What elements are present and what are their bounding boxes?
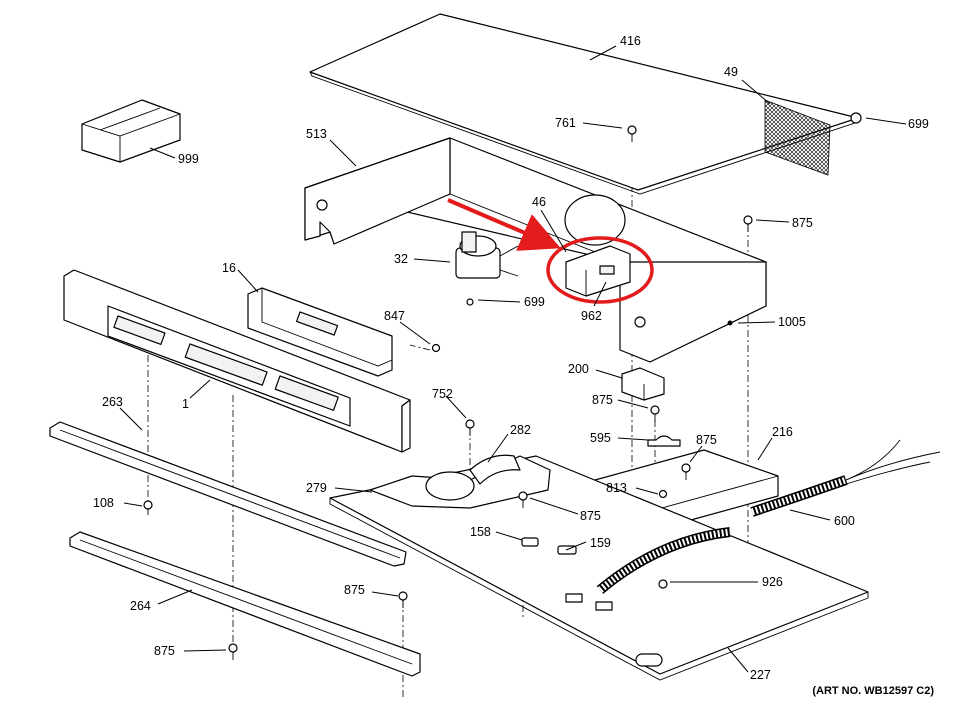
screw-926 xyxy=(658,579,668,589)
callout-875-d: 875 xyxy=(580,509,601,523)
callout-600: 600 xyxy=(834,514,855,528)
screw-752 xyxy=(465,419,475,436)
screw-875-e xyxy=(398,591,408,608)
terminal-block xyxy=(621,367,665,401)
mesh-grille xyxy=(764,99,831,176)
control-panel xyxy=(63,269,411,453)
callout-264: 264 xyxy=(130,599,151,613)
leader-lines xyxy=(119,45,907,673)
screw-875-a xyxy=(743,215,753,232)
callout-875-b: 875 xyxy=(592,393,613,407)
callout-49: 49 xyxy=(724,65,738,79)
wire-clamp xyxy=(647,435,681,447)
callout-46: 46 xyxy=(532,195,546,209)
callout-761: 761 xyxy=(555,116,576,130)
callout-752: 752 xyxy=(432,387,453,401)
callout-813: 813 xyxy=(606,481,627,495)
screw-108 xyxy=(143,500,153,515)
callout-999: 999 xyxy=(178,152,199,166)
carton-box xyxy=(81,99,181,163)
screw-761 xyxy=(627,125,637,142)
callout-1005: 1005 xyxy=(778,315,806,329)
wiring-conduit xyxy=(565,527,731,611)
callout-216: 216 xyxy=(772,425,793,439)
air-duct xyxy=(369,454,551,509)
callout-282: 282 xyxy=(510,423,531,437)
screw-699-mid xyxy=(466,298,474,306)
screw-875-c xyxy=(681,463,691,480)
screw-875-f xyxy=(228,643,238,660)
callout-875-e: 875 xyxy=(344,583,365,597)
lower-trim xyxy=(69,531,421,677)
callout-699-top: 699 xyxy=(908,117,929,131)
control-board xyxy=(247,287,393,377)
base-pan xyxy=(329,455,869,681)
callout-263: 263 xyxy=(102,395,123,409)
screw-699-top xyxy=(850,112,862,124)
callout-875-c: 875 xyxy=(696,433,717,447)
callout-847: 847 xyxy=(384,309,405,323)
screw-847 xyxy=(431,343,441,353)
callout-699-mid: 699 xyxy=(524,295,545,309)
callout-962: 962 xyxy=(581,309,602,323)
callout-200: 200 xyxy=(568,362,589,376)
callout-32: 32 xyxy=(394,252,408,266)
callout-227: 227 xyxy=(750,668,771,682)
keypad-buttons xyxy=(113,315,339,411)
callout-875-a: 875 xyxy=(792,216,813,230)
wire-harness xyxy=(750,439,941,517)
highlight-circle xyxy=(546,236,654,304)
front-trim-rail xyxy=(49,421,407,567)
callout-108: 108 xyxy=(93,496,114,510)
screws xyxy=(143,112,862,660)
callout-595: 595 xyxy=(590,431,611,445)
callout-1: 1 xyxy=(182,397,189,411)
callout-16: 16 xyxy=(222,261,236,275)
highlight-arrow xyxy=(447,198,561,251)
callout-875-f: 875 xyxy=(154,644,175,658)
screw-813 xyxy=(658,489,668,499)
callout-926: 926 xyxy=(762,575,783,589)
art-number: (ART NO. WB12597 C2) xyxy=(812,685,934,697)
motor-assembly xyxy=(455,231,519,279)
highlight-annotation xyxy=(447,198,654,304)
screw-875-b xyxy=(650,405,660,422)
screw-875-d xyxy=(518,491,528,508)
control-module-962 xyxy=(565,245,631,297)
callout-labels: 416 49 699 761 513 999 46 875 32 699 962… xyxy=(93,34,929,682)
housing-box xyxy=(304,137,767,363)
callout-513: 513 xyxy=(306,127,327,141)
callout-159: 159 xyxy=(590,536,611,550)
callout-416: 416 xyxy=(620,34,641,48)
callout-279: 279 xyxy=(306,481,327,495)
callout-158: 158 xyxy=(470,525,491,539)
